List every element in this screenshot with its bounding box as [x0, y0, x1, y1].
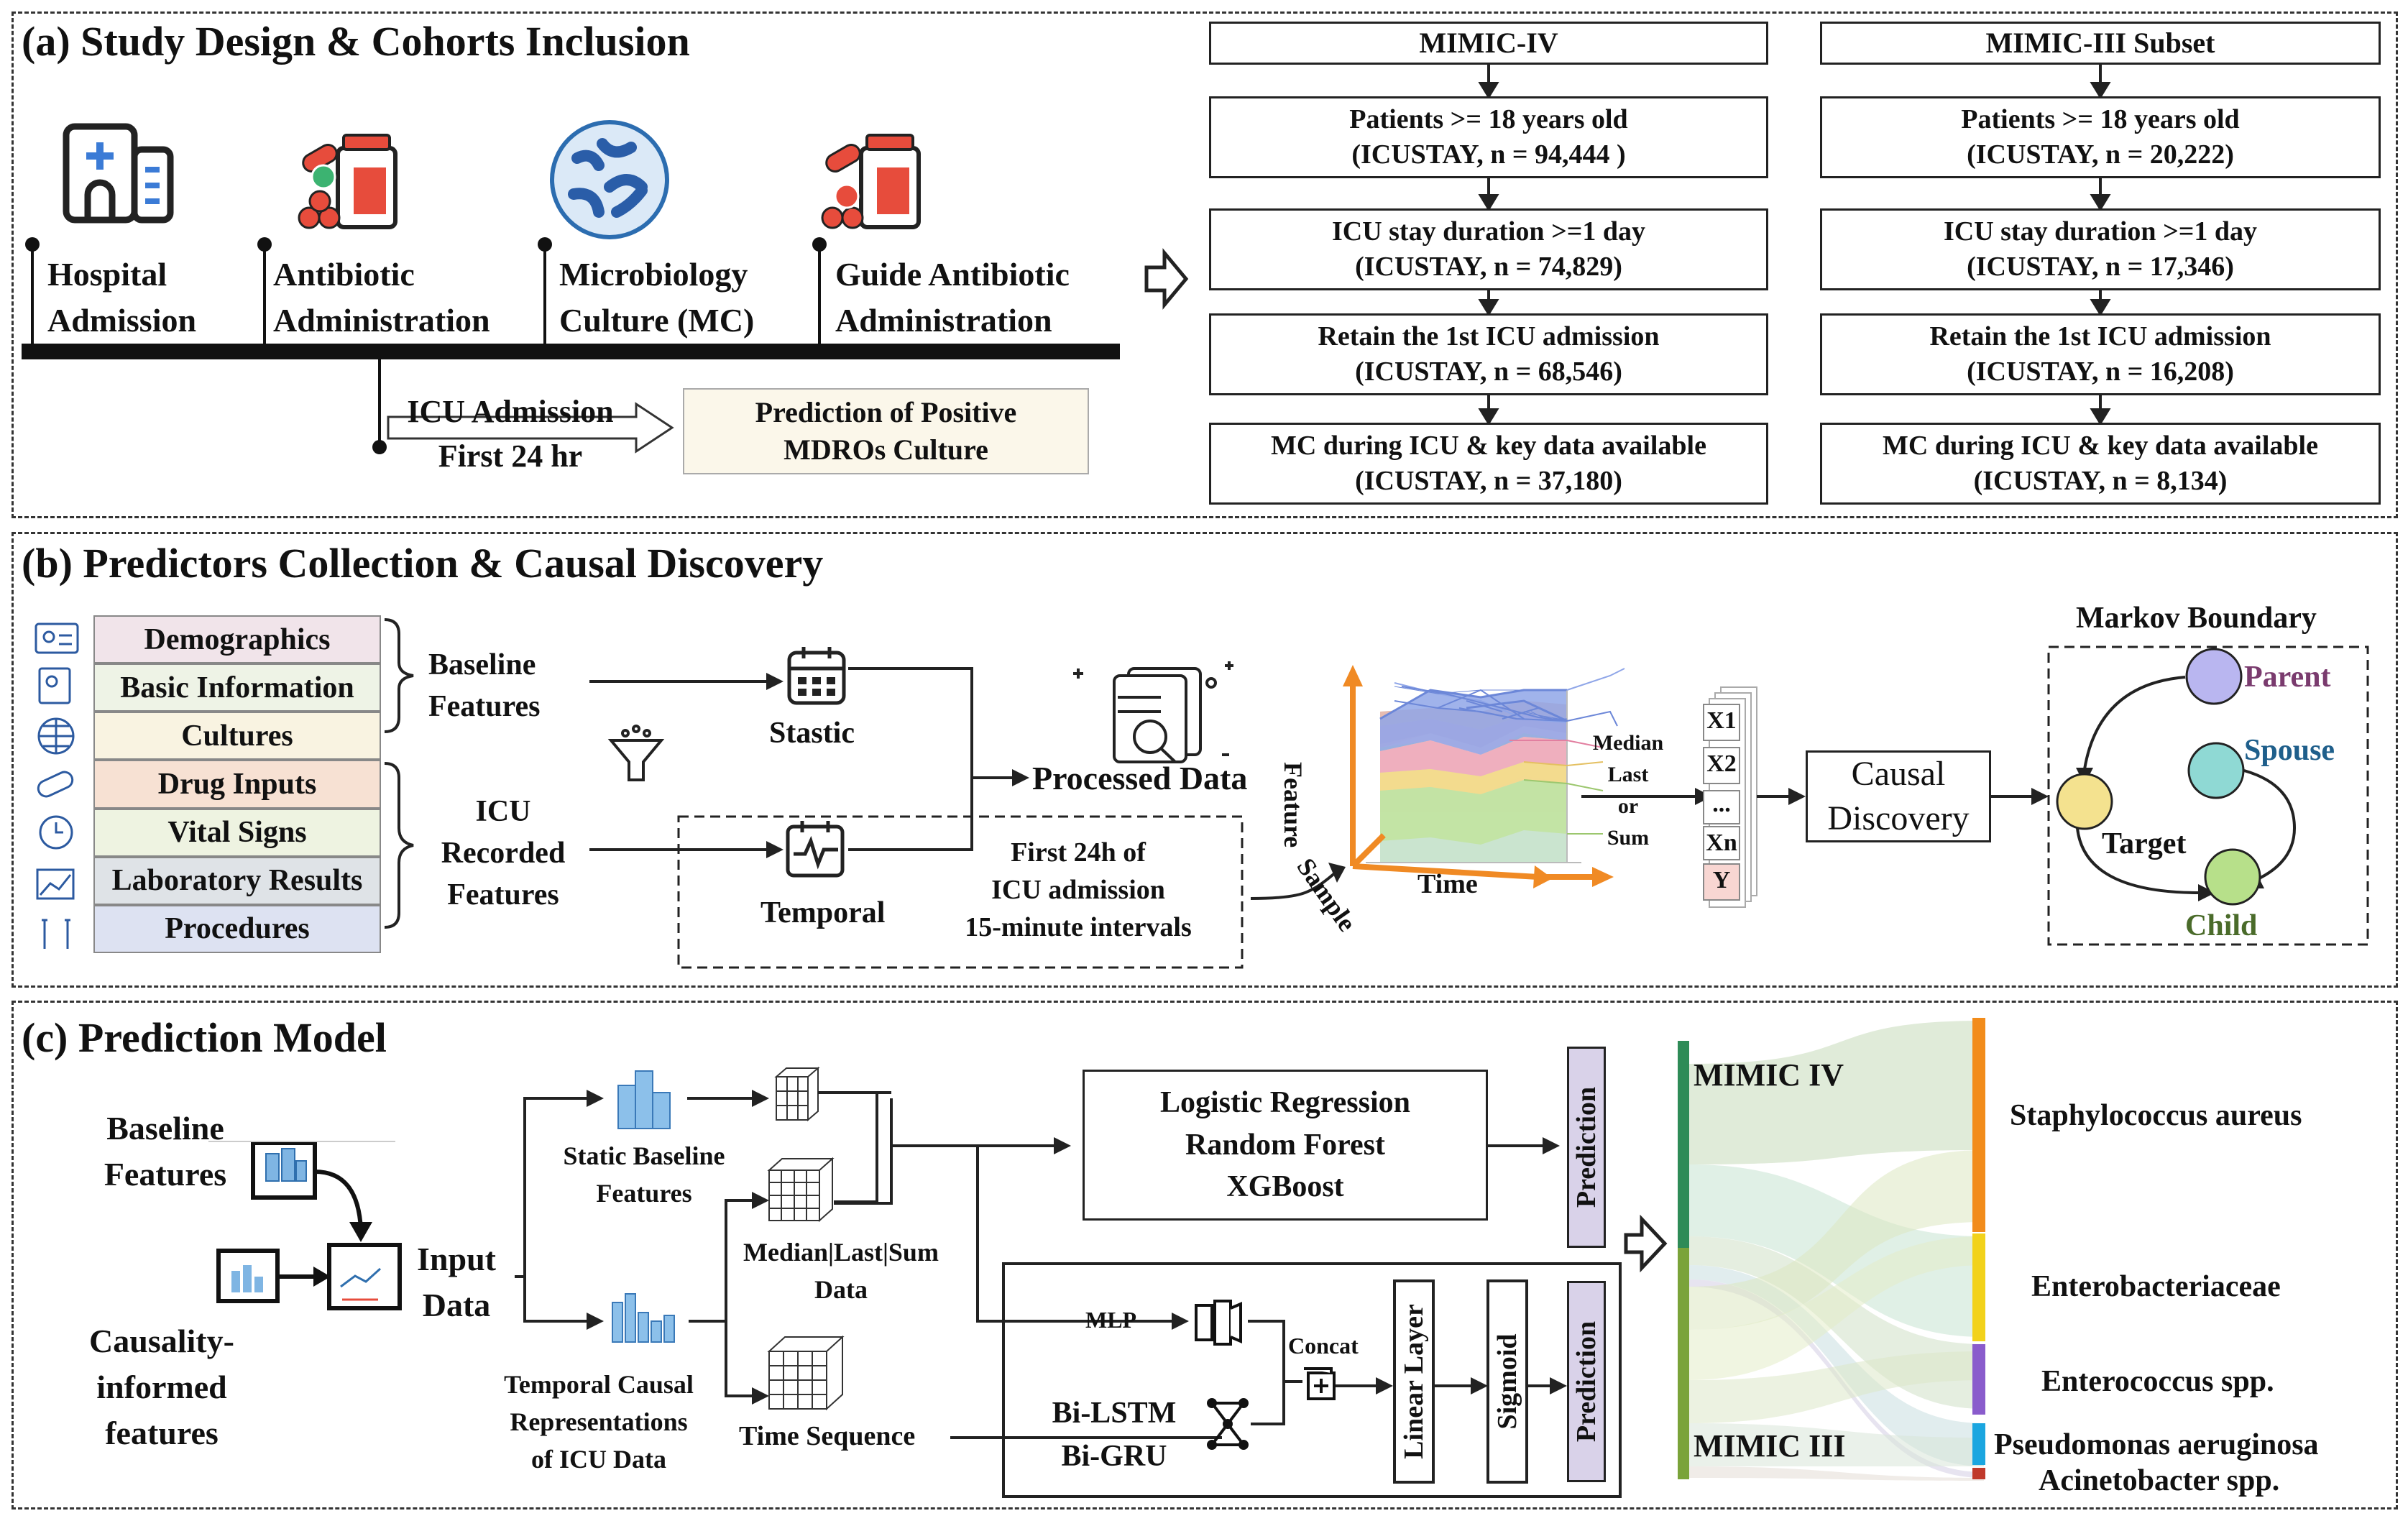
mlp-label: MLP: [1085, 1307, 1137, 1333]
category-4: Vital Signs: [93, 808, 381, 857]
cohort-mimic-iv-header: MIMIC-IV: [1209, 22, 1768, 65]
panel-b: [12, 532, 2398, 988]
axis-time-label: Time: [1417, 869, 1478, 899]
category-6: Procedures: [93, 904, 381, 953]
category-2: Cultures: [93, 712, 381, 760]
sankey-mimic-iii: MIMIC III: [1694, 1428, 1846, 1463]
markov-title: Markov Boundary: [2076, 602, 2317, 635]
matrix-ellipsis: ...: [1712, 791, 1731, 817]
cohort-mimic-iii-header: MIMIC-III Subset: [1820, 22, 2381, 65]
child-label: Child: [2185, 909, 2258, 942]
time-sequence-label: Time Sequence: [739, 1421, 916, 1451]
linear-layer: Linear Layer: [1399, 1304, 1429, 1459]
matrix-xn: Xn: [1706, 830, 1737, 856]
matrix-y: Y: [1712, 867, 1731, 893]
cohort-iii-step-3: Retain the 1st ICU admission(ICUSTAY, n …: [1820, 313, 2381, 395]
temporal-label: Temporal: [760, 896, 886, 929]
sigmoid-layer: Sigmoid: [1492, 1333, 1522, 1430]
panel-c: [12, 1001, 2398, 1509]
panel-c-title: (c) Prediction Model: [22, 1014, 387, 1061]
cohort-iii-step-1: Patients >= 18 years old(ICUSTAY, n = 20…: [1820, 96, 2381, 178]
processed-data-label: Processed Data: [1032, 760, 1248, 796]
prediction-box-dl: Prediction: [1567, 1281, 1606, 1482]
static-label: Stastic: [769, 717, 855, 750]
sankey-mimic-iv: MIMIC IV: [1694, 1057, 1844, 1093]
target-label: Target: [2102, 827, 2187, 860]
matrix-x2: X2: [1706, 750, 1737, 777]
sankey-acineto: Acinetobacter spp.: [2039, 1464, 2280, 1497]
cohort-iv-step-2: ICU stay duration >=1 day(ICUSTAY, n = 7…: [1209, 208, 1768, 290]
category-5: Laboratory Results: [93, 856, 381, 905]
cohort-iii-step-2: ICU stay duration >=1 day(ICUSTAY, n = 1…: [1820, 208, 2381, 290]
panel-b-title: (b) Predictors Collection & Causal Disco…: [22, 540, 824, 587]
concat-label: Concat: [1288, 1333, 1359, 1359]
sankey-enterococcus: Enterococcus spp.: [2041, 1365, 2274, 1398]
spouse-label: Spouse: [2244, 734, 2335, 767]
panel-a-title: (a) Study Design & Cohorts Inclusion: [22, 18, 690, 65]
prediction-box-ml: Prediction: [1567, 1047, 1606, 1248]
category-0: Demographics: [93, 615, 381, 664]
category-3: Drug Inputs: [93, 760, 381, 809]
parent-label: Parent: [2244, 661, 2331, 694]
sankey-pseudo: Pseudomonas aeruginosa: [1994, 1428, 2319, 1461]
sankey-staph: Staphylococcus aureus: [2010, 1099, 2302, 1132]
panel-a: [12, 12, 2398, 518]
cohort-iv-step-4: MC during ICU & key data available(ICUST…: [1209, 423, 1768, 505]
cohort-iv-step-3: Retain the 1st ICU admission(ICUSTAY, n …: [1209, 313, 1768, 395]
cohort-iii-step-4: MC during ICU & key data available(ICUST…: [1820, 423, 2381, 505]
sankey-entero: Enterobacteriaceae: [2031, 1270, 2281, 1303]
category-1: Basic Information: [93, 663, 381, 712]
axis-feature-label: Feature: [1279, 762, 1308, 848]
matrix-x1: X1: [1706, 707, 1737, 734]
cohort-iv-step-1: Patients >= 18 years old(ICUSTAY, n = 94…: [1209, 96, 1768, 178]
